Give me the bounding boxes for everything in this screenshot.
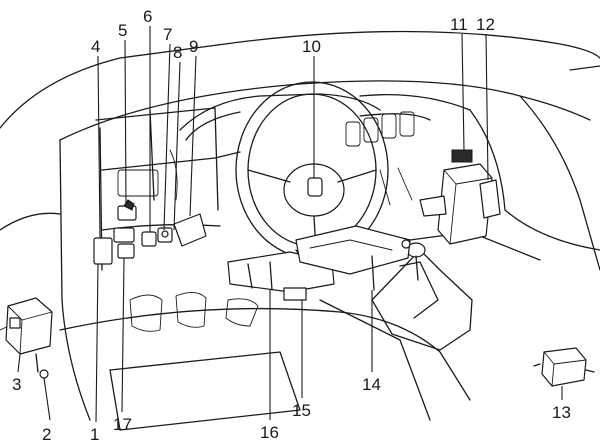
- callout-14: 14: [362, 375, 381, 394]
- callout-2: 2: [42, 425, 51, 443]
- callout-15: 15: [292, 401, 311, 420]
- part-3-relay: [5, 297, 53, 379]
- callout-9: 9: [189, 37, 198, 56]
- callout-6: 6: [143, 7, 152, 26]
- callout-11: 11: [450, 15, 468, 34]
- left-relay-cluster: [93, 199, 137, 265]
- callout-12: 12: [476, 15, 495, 34]
- callout-8: 8: [173, 43, 182, 62]
- callout-3: 3: [12, 375, 21, 394]
- callout-1: 1: [90, 425, 99, 443]
- center-relay-cluster: [141, 213, 207, 247]
- callout-16: 16: [260, 423, 279, 442]
- callout-10: 10: [302, 37, 321, 56]
- callout-4: 4: [91, 37, 100, 56]
- instrument-cluster: [117, 93, 415, 206]
- callout-7: 7: [163, 25, 172, 44]
- center-switch-part: [307, 177, 323, 197]
- callout-labels: 4 5 6 7 8 9 10 11 12 3 2 1 17 16 15 14 1…: [12, 7, 571, 443]
- callout-13: 13: [552, 403, 571, 422]
- callout-17: 17: [113, 415, 132, 434]
- under-dash-bracket: [227, 225, 411, 301]
- callout-5: 5: [118, 21, 127, 40]
- dashboard-outline: [0, 30, 600, 421]
- part-13-relay: [533, 347, 595, 387]
- leader-lines: [17, 26, 563, 423]
- ecu-module: [419, 149, 501, 245]
